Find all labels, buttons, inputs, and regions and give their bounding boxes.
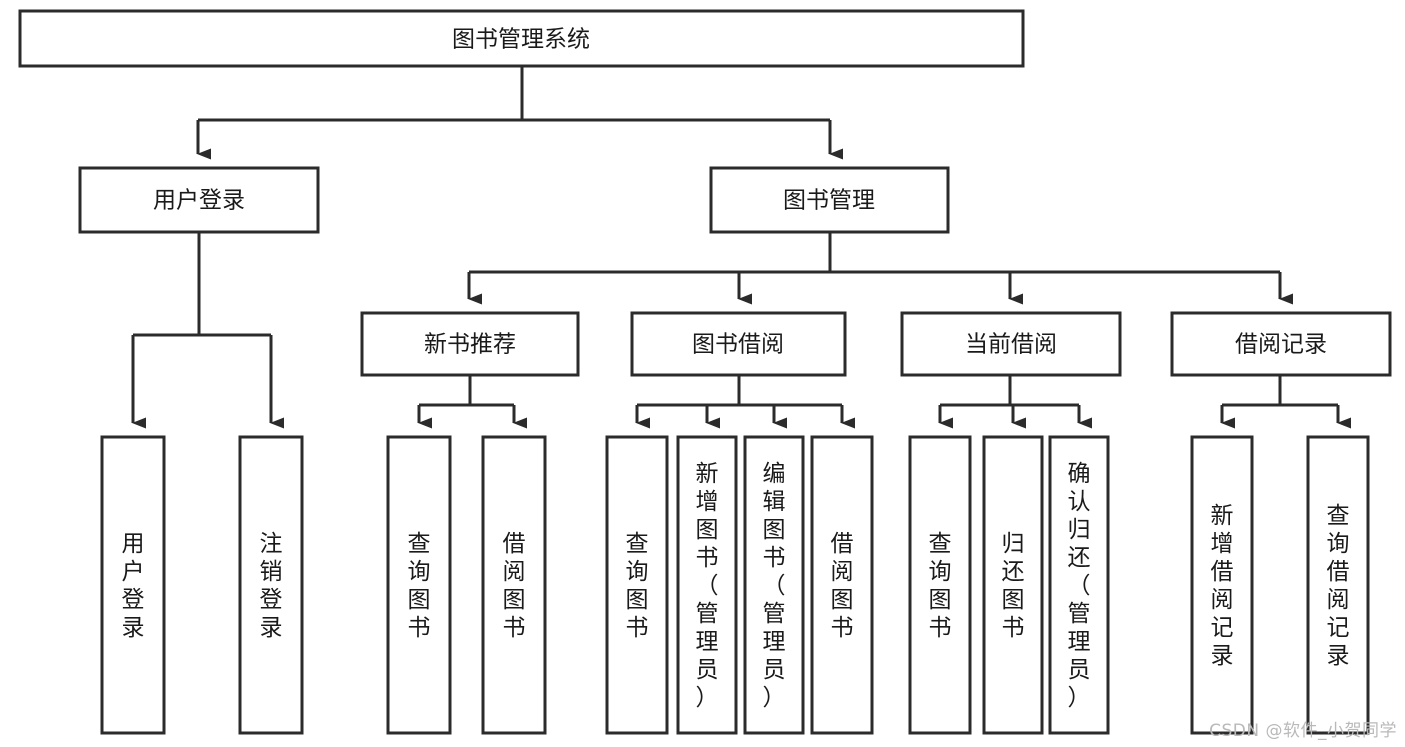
- leaf-box-leaf-add-book-admin[interactable]: [676, 435, 738, 735]
- node-root-box[interactable]: [18, 9, 1025, 68]
- leaf-leaf-query-borrow-record[interactable]: 查询借阅记录: [1306, 435, 1370, 735]
- node-new-book-recommend-box[interactable]: [360, 311, 580, 377]
- node-book-borrow-label: 图书借阅: [692, 332, 784, 358]
- leaf-box-leaf-return-book[interactable]: [982, 435, 1044, 735]
- leaf-label-leaf-query-book-rec: 查询图书: [408, 531, 431, 641]
- leaf-leaf-query-book-current[interactable]: 查询图书: [908, 435, 972, 735]
- leaf-label-leaf-query-book-current: 查询图书: [929, 531, 952, 641]
- leaf-box-leaf-user-login[interactable]: [100, 435, 166, 735]
- leaf-leaf-query-book-rec[interactable]: 查询图书: [386, 435, 452, 735]
- leaf-label-leaf-query-book-borrow: 查询图书: [626, 531, 649, 641]
- csdn-watermark: CSDN @软件_小贺同学: [1209, 721, 1397, 741]
- node-current-borrow-label: 当前借阅: [965, 332, 1057, 358]
- leaf-leaf-add-book-admin[interactable]: 新增图书（管理员）: [676, 435, 738, 735]
- node-current-borrow[interactable]: 当前借阅: [900, 311, 1122, 377]
- leaf-label-leaf-add-borrow-record: 新增借阅记录: [1211, 503, 1234, 669]
- leaf-leaf-confirm-return-admin[interactable]: 确认归还（管理员）: [1048, 435, 1110, 735]
- leaf-leaf-return-book[interactable]: 归还图书: [982, 435, 1044, 735]
- leaf-label-leaf-return-book: 归还图书: [1002, 531, 1025, 641]
- node-root-label: 图书管理系统: [452, 27, 590, 53]
- leaf-label-leaf-borrow-book: 借阅图书: [831, 531, 854, 641]
- leaf-box-leaf-query-book-current[interactable]: [908, 435, 972, 735]
- node-user-login[interactable]: 用户登录: [78, 166, 320, 234]
- node-book-manage-box[interactable]: [709, 166, 950, 234]
- leaf-leaf-borrow-book-rec[interactable]: 借阅图书: [481, 435, 547, 735]
- leaf-leaf-user-login[interactable]: 用户登录: [100, 435, 166, 735]
- leaf-box-leaf-query-borrow-record[interactable]: [1306, 435, 1370, 735]
- leaf-box-leaf-edit-book-admin[interactable]: [743, 435, 805, 735]
- node-root-book-management-system[interactable]: 图书管理系统: [18, 9, 1025, 68]
- leaf-leaf-logout-login[interactable]: 注销登录: [238, 435, 304, 735]
- leaf-label-leaf-user-login: 用户登录: [122, 531, 145, 641]
- connector-group: [131, 66, 1351, 429]
- leaf-box-leaf-logout-login[interactable]: [238, 435, 304, 735]
- node-user-login-box[interactable]: [78, 166, 320, 234]
- leaf-node-group: 用户登录 注销登录 查询图书 借阅图书 查询图书 新增图书（管理员） 编辑图书（管理员） 借阅…: [100, 435, 1370, 735]
- leaf-box-leaf-query-book-borrow[interactable]: [605, 435, 669, 735]
- node-borrow-record[interactable]: 借阅记录: [1170, 311, 1392, 377]
- node-borrow-record-label: 借阅记录: [1235, 332, 1327, 358]
- leaf-label-leaf-add-book-admin: 新增图书（管理员）: [696, 461, 719, 711]
- leaf-box-leaf-query-book-rec[interactable]: [386, 435, 452, 735]
- leaf-label-leaf-confirm-return-admin: 确认归还（管理员）: [1068, 461, 1091, 711]
- leaf-box-leaf-confirm-return-admin[interactable]: [1048, 435, 1110, 735]
- node-new-book-recommend[interactable]: 新书推荐: [360, 311, 580, 377]
- leaf-label-leaf-edit-book-admin: 编辑图书（管理员）: [763, 461, 786, 711]
- node-borrow-record-box[interactable]: [1170, 311, 1392, 377]
- node-user-login-label: 用户登录: [153, 188, 245, 214]
- node-book-manage[interactable]: 图书管理: [709, 166, 950, 234]
- leaf-box-leaf-borrow-book[interactable]: [810, 435, 874, 735]
- leaf-box-leaf-borrow-book-rec[interactable]: [481, 435, 547, 735]
- node-current-borrow-box[interactable]: [900, 311, 1122, 377]
- leaf-leaf-add-borrow-record[interactable]: 新增借阅记录: [1190, 435, 1254, 735]
- leaf-box-leaf-add-borrow-record[interactable]: [1190, 435, 1254, 735]
- leaf-leaf-edit-book-admin[interactable]: 编辑图书（管理员）: [743, 435, 805, 735]
- node-new-book-recommend-label: 新书推荐: [424, 332, 516, 358]
- leaf-label-leaf-query-borrow-record: 查询借阅记录: [1327, 503, 1350, 669]
- leaf-leaf-borrow-book[interactable]: 借阅图书: [810, 435, 874, 735]
- leaf-label-leaf-logout-login: 注销登录: [260, 531, 283, 641]
- leaf-leaf-query-book-borrow[interactable]: 查询图书: [605, 435, 669, 735]
- leaf-label-leaf-borrow-book-rec: 借阅图书: [503, 531, 526, 641]
- node-book-manage-label: 图书管理: [783, 188, 875, 214]
- node-book-borrow-box[interactable]: [630, 311, 847, 377]
- node-book-borrow[interactable]: 图书借阅: [630, 311, 847, 377]
